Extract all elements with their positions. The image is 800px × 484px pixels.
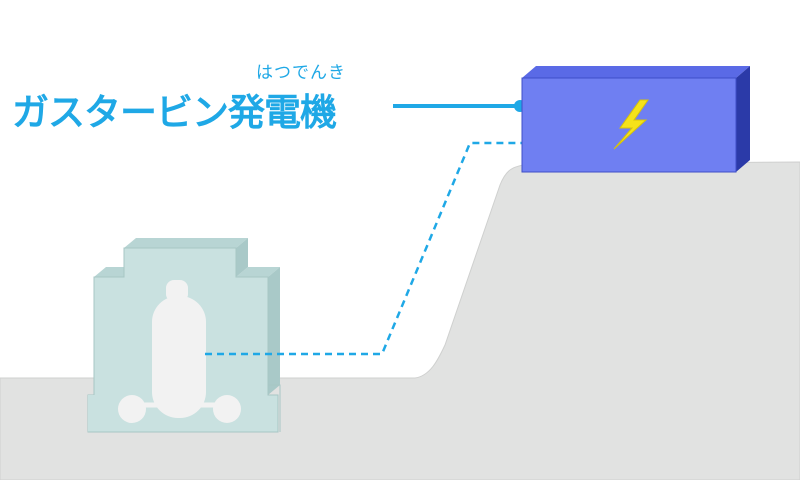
power-cable (205, 141, 522, 356)
gas-turbine-generator (521, 66, 750, 173)
reactor-vessel (118, 280, 241, 423)
lightning-bolt-icon (613, 99, 649, 150)
title-reading: はつでんき (256, 63, 346, 83)
generator-label: ガスタービン発電機 (12, 91, 337, 134)
